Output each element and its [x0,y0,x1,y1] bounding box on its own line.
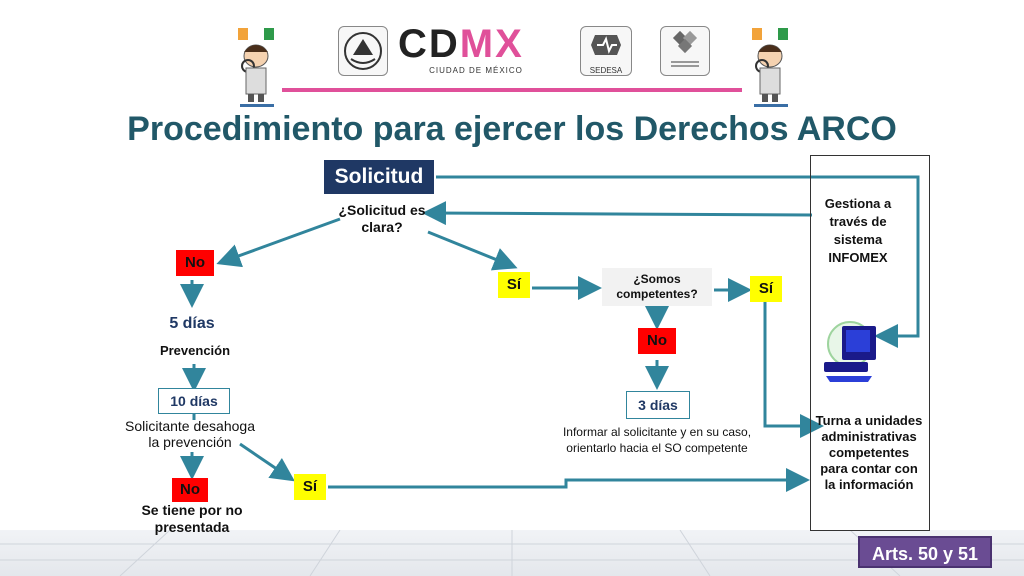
clara-question: ¿Solicitud es clara? [338,202,426,235]
arrow-solicitante-to-si [239,442,295,482]
infomex-panel [810,155,930,531]
no-presentada: Se tiene por no presentada [141,502,243,535]
solicitud-box: Solicitud [324,160,434,194]
sedesa-icon: SEDESA [580,26,632,76]
arrow-si-to-turna [328,468,810,492]
turna-text: Turna a unidades administrativas compete… [815,413,923,492]
cdmx-logo-cd: CD [398,22,460,66]
arrow-gestiona-to-clara [422,201,813,226]
articles-badge: Arts. 50 y 51 [858,536,992,568]
computer-icon [820,320,882,384]
detective-cartoon-icon [748,26,794,108]
arrow-clara-to-no [216,217,341,268]
pink-separator [282,88,742,92]
no-mid-box: No [638,328,676,354]
floor-background [0,530,1024,576]
diez-dias-box: 10 días [158,388,230,414]
coat-of-arms-icon [338,26,388,76]
no-bottom-box: No [172,478,208,502]
arrow-solicitud-to-computer [436,175,920,348]
services-logo-icon [660,26,710,76]
si-mid-box: Sí [498,272,530,298]
si-right-box: Sí [750,276,782,302]
si-bottom-box: Sí [294,474,326,500]
page-title: Procedimiento para ejercer los Derechos … [127,110,897,148]
arrow-si-right-to-turna [763,302,824,438]
cinco-dias: 5 días [169,315,215,332]
tres-dias-box: 3 días [626,391,690,419]
informar-text: Informar al solicitante y en su caso, or… [562,425,752,455]
cdmx-logo: CDMX CIUDAD DE MÉXICO [398,22,554,78]
sedesa-label: SEDESA [589,66,623,75]
solicitante-desahoga: Solicitante desahoga la prevención [125,418,255,450]
prevencion: Prevención [159,343,231,358]
floor-lines [0,530,1024,576]
competentes-question: ¿Somos competentes? [602,268,712,306]
cdmx-subtitle: CIUDAD DE MÉXICO [429,66,523,75]
gestiona-text: Gestiona a través de sistema INFOMEX [824,196,892,265]
arrow-clara-to-si [427,230,518,271]
cdmx-logo-text: CDMX [398,22,554,66]
no-left-box: No [176,250,214,276]
cdmx-logo-mx: MX [459,22,524,66]
detective-cartoon-icon [234,26,280,108]
